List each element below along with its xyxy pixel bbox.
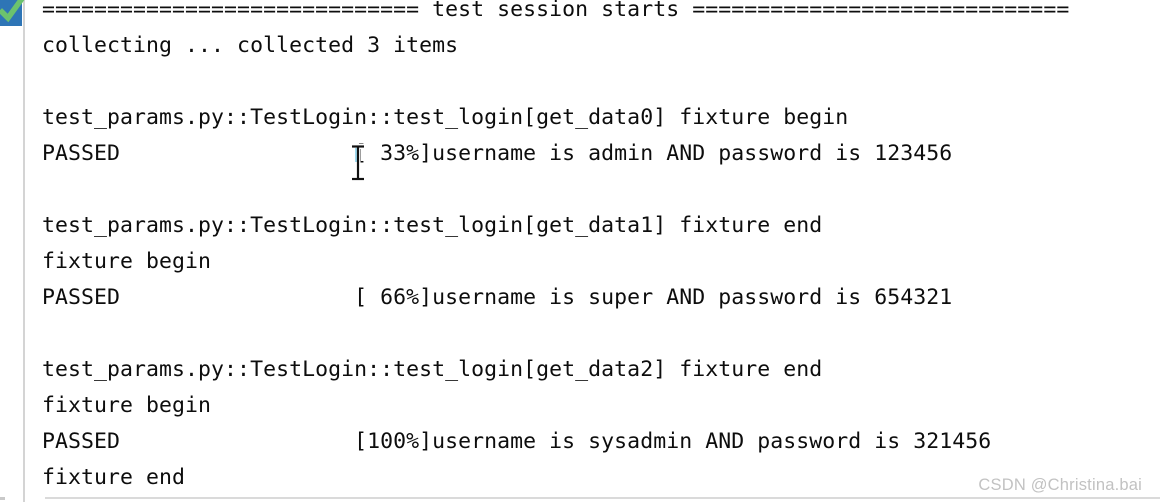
console-output[interactable]: ============================= test sessi… bbox=[42, 0, 1069, 496]
console-line: collecting ... collected 3 items bbox=[42, 33, 459, 58]
console-line: fixture end bbox=[42, 465, 186, 490]
console-line bbox=[42, 172, 1069, 208]
gutter-divider-line bbox=[23, 0, 25, 502]
console-line: test_params.py::TestLogin::test_login[ge… bbox=[42, 357, 823, 382]
console-line: test_params.py::TestLogin::test_login[ge… bbox=[42, 213, 823, 238]
console-line: PASSED [ 66%]username is super AND passw… bbox=[42, 285, 953, 310]
gutter-partial-mark bbox=[0, 497, 5, 500]
bottom-separator-line bbox=[45, 497, 1160, 499]
ibeam-cursor-icon bbox=[349, 144, 367, 182]
console-line: ============================= test sessi… bbox=[42, 0, 1070, 22]
test-passed-status-badge[interactable] bbox=[0, 0, 25, 26]
checkmark-icon bbox=[0, 0, 25, 23]
console-line: test_params.py::TestLogin::test_login[ge… bbox=[42, 105, 849, 130]
console-line: fixture begin bbox=[42, 249, 212, 274]
console-line: PASSED [ 33%]username is admin AND passw… bbox=[42, 141, 953, 166]
watermark: CSDN @Christina.bai bbox=[978, 476, 1142, 494]
console-line: PASSED [100%]username is sysadmin AND pa… bbox=[42, 429, 992, 454]
console-line: fixture begin bbox=[42, 393, 212, 418]
console-line bbox=[42, 64, 1069, 100]
console-line bbox=[42, 316, 1069, 352]
